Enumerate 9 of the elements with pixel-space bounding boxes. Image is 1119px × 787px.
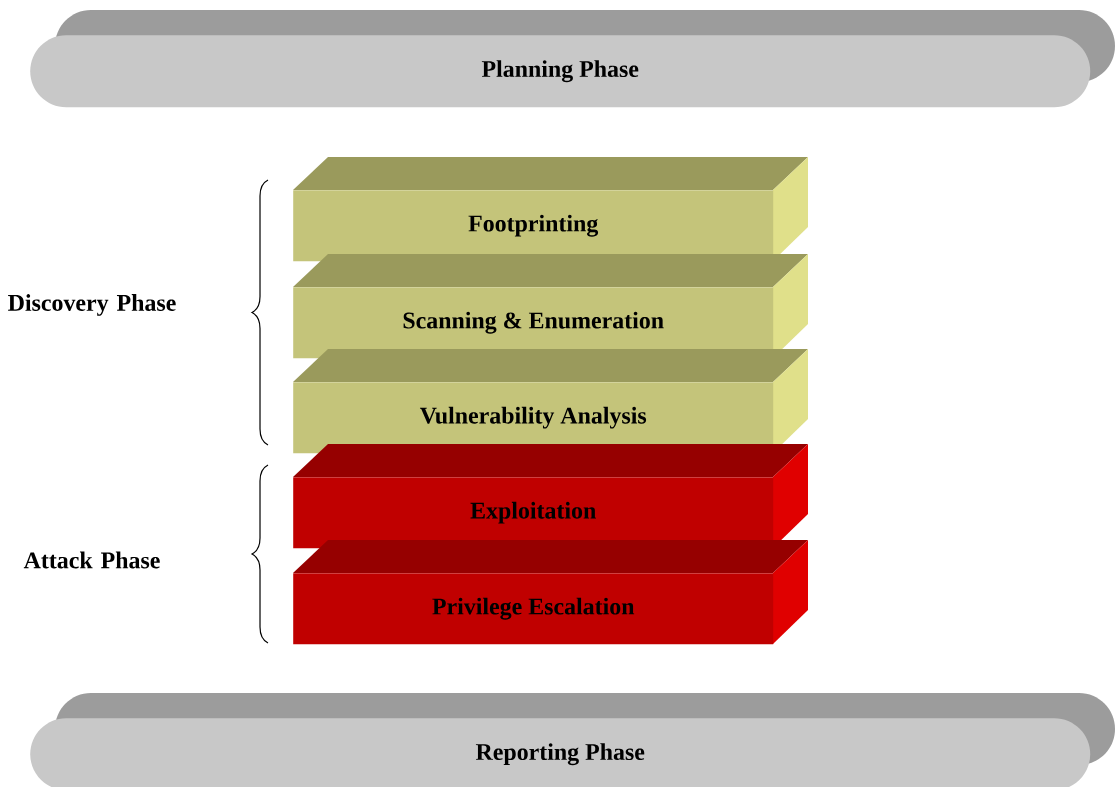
layer-block: Scanning & Enumeration — [293, 254, 808, 359]
layer-block: Footprinting — [293, 157, 808, 262]
phase-band: Reporting Phase — [30, 693, 1115, 787]
phase-band: Planning Phase — [30, 10, 1115, 108]
phase-label: Attack Phase — [23, 551, 160, 569]
phase-label: Discovery Phase — [8, 294, 176, 316]
layer-block: Privilege Escalation — [293, 540, 808, 645]
layer-block: Exploitation — [293, 444, 808, 549]
layer-block: Vulnerability Analysis — [293, 349, 808, 454]
